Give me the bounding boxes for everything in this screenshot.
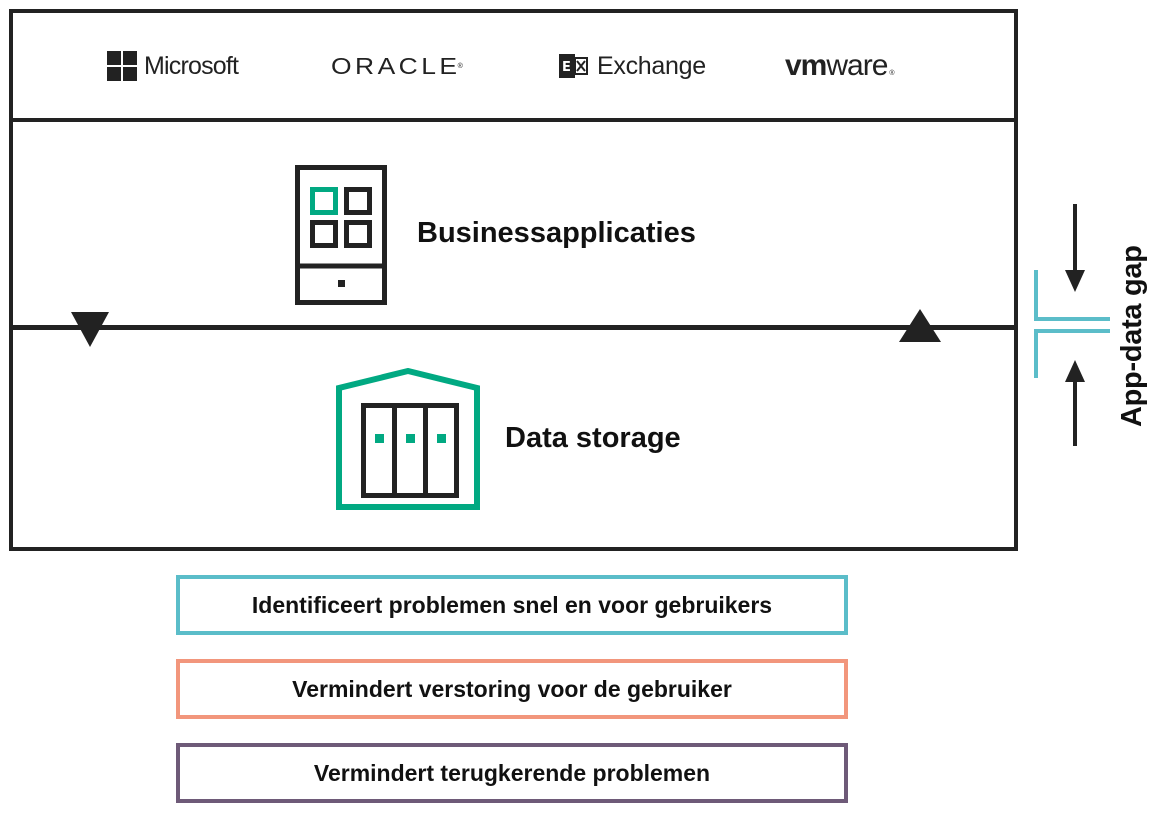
exchange-icon: E: [559, 54, 588, 78]
storage-layer-label: Data storage: [505, 422, 681, 454]
app-data-gap-label: App-data gap: [1116, 245, 1148, 427]
oracle-logo: ORACLE®: [331, 52, 463, 79]
storage-layer: Data storage: [13, 330, 1014, 547]
app-data-gap-icon: [1034, 204, 1110, 446]
applications-layer: Businessapplicaties: [13, 122, 1014, 325]
storage-building-icon: [336, 368, 480, 510]
svg-text:E: E: [562, 60, 571, 75]
benefit-identify-problems: Identificeert problemen snel en voor geb…: [176, 575, 848, 635]
vmware-logo-vm: vm: [785, 49, 827, 82]
triangle-down-icon: [71, 312, 109, 347]
applications-layer-label: Businessapplicaties: [417, 217, 696, 249]
vmware-logo-ware: ware: [826, 49, 888, 82]
app-grid-device-icon: [295, 165, 387, 305]
microsoft-windows-icon: [107, 51, 137, 81]
benefit-reduce-disruption: Vermindert verstoring voor de gebruiker: [176, 659, 848, 719]
oracle-logo-text: ORACLE: [331, 52, 461, 79]
benefit-reduce-recurring-problems: Vermindert terugkerende problemen: [176, 743, 848, 803]
triangle-up-icon: [899, 309, 941, 342]
microsoft-logo-text: Microsoft: [144, 51, 239, 80]
microsoft-logo: Microsoft: [107, 51, 239, 81]
exchange-logo: E Exchange: [559, 51, 706, 81]
exchange-logo-text: Exchange: [597, 51, 706, 80]
layer-divider: [13, 325, 1014, 330]
